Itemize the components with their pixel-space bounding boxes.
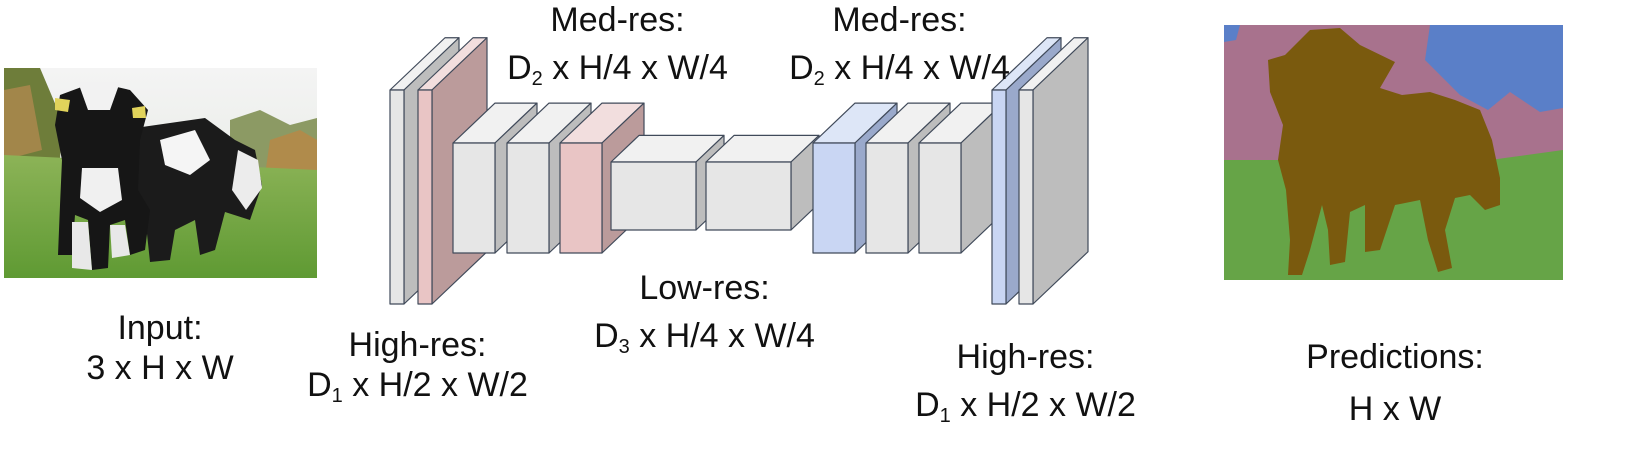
predictions-title: Predictions: xyxy=(1306,338,1484,376)
med-res-left-label: Med-res: D2 x H/4 x W/4 xyxy=(490,0,745,90)
med-res-right-dims: D2 x H/4 x W/4 xyxy=(789,49,1010,90)
input-label: Input: 3 x H x W xyxy=(60,308,260,388)
low-res-dims: D3 x H/4 x W/4 xyxy=(594,317,815,358)
med-res-right-title: Med-res: xyxy=(832,1,967,39)
high-res-left-label: High-res: D1 x H/2 x W/2 xyxy=(290,325,545,407)
high-res-right-label: High-res: D1 x H/2 x W/2 xyxy=(898,337,1153,427)
med-res-left-dims: D2 x H/4 x W/4 xyxy=(507,49,728,90)
high-res-right-dims: D1 x H/2 x W/2 xyxy=(915,386,1136,427)
low-res-title: Low-res: xyxy=(639,269,770,307)
high-res-right-slab-2 xyxy=(1018,37,1089,305)
predictions-dims: H x W xyxy=(1348,390,1442,428)
predictions-label: Predictions: H x W xyxy=(1275,337,1515,429)
low-res-block-2 xyxy=(705,134,820,231)
med-res-right-label: Med-res: D2 x H/4 x W/4 xyxy=(772,0,1027,90)
high-res-left-dims: D1 x H/2 x W/2 xyxy=(307,366,528,407)
low-res-label: Low-res: D3 x H/4 x W/4 xyxy=(577,268,832,358)
med-res-left-title: Med-res: xyxy=(550,1,685,39)
high-res-right-title: High-res: xyxy=(956,338,1095,376)
high-res-left-title: High-res: xyxy=(348,326,487,364)
input-dims: 3 x H x W xyxy=(86,349,234,387)
input-title: Input: xyxy=(117,309,203,347)
